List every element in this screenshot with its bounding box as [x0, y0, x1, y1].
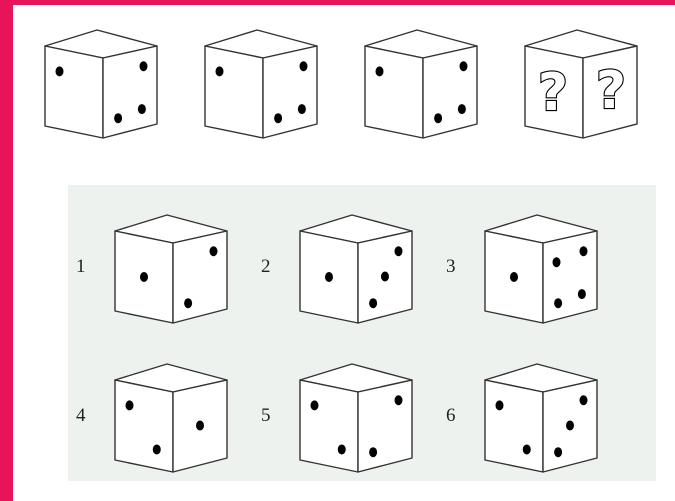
side-pip [369, 298, 377, 308]
question-mark-icon: ? [538, 63, 568, 123]
side-pip [460, 61, 468, 71]
side-pip [184, 298, 192, 308]
die-side-face [543, 231, 597, 323]
die-side-face [103, 46, 157, 138]
option-number-label: 4 [76, 406, 86, 425]
die-drawing [300, 362, 412, 474]
side-pip [458, 104, 466, 114]
side-pip [140, 61, 148, 71]
side-pip [381, 272, 389, 282]
front-pip [523, 444, 531, 454]
die-drawing [300, 213, 412, 325]
front-pip [140, 272, 148, 282]
die-front-face [300, 380, 358, 472]
die-front-face [205, 46, 263, 138]
option-number-label: 3 [446, 257, 456, 276]
front-pip [153, 444, 161, 454]
die-side-face [263, 46, 317, 138]
die-front-face [115, 380, 173, 472]
option-number-label: 2 [261, 257, 271, 276]
sequence-die [365, 28, 477, 140]
side-pip [554, 447, 562, 457]
die-side-face [173, 231, 227, 323]
side-pip [138, 104, 146, 114]
die-drawing [115, 362, 227, 474]
side-pip [434, 113, 442, 123]
side-pip [553, 257, 561, 267]
front-pip [311, 400, 319, 410]
front-pip [376, 66, 384, 76]
die-drawing [365, 28, 477, 140]
sequence-die [205, 28, 317, 140]
die-side-face [358, 380, 412, 472]
option-number-label: 5 [261, 406, 271, 425]
side-pip [114, 113, 122, 123]
front-pip [216, 66, 224, 76]
front-pip [325, 272, 333, 282]
die-drawing [485, 362, 597, 474]
option-die-4[interactable] [115, 362, 227, 474]
side-pip [210, 246, 218, 256]
side-pip [369, 447, 377, 457]
option-die-3[interactable] [485, 213, 597, 325]
die-drawing [205, 28, 317, 140]
die-front-face [485, 380, 543, 472]
die-drawing [485, 213, 597, 325]
side-pip [580, 395, 588, 405]
option-die-1[interactable] [115, 213, 227, 325]
option-number-label: 1 [76, 257, 86, 276]
die-drawing: ?? [525, 28, 637, 140]
side-pip [395, 246, 403, 256]
die-drawing [115, 213, 227, 325]
side-pip [578, 289, 586, 299]
sequence-die [45, 28, 157, 140]
side-pip [554, 298, 562, 308]
die-drawing [45, 28, 157, 140]
side-pip [298, 104, 306, 114]
option-number-label: 6 [446, 406, 456, 425]
die-front-face [45, 46, 103, 138]
frame-left-border [0, 0, 13, 501]
front-pip [56, 66, 64, 76]
front-pip [496, 400, 504, 410]
front-pip [126, 400, 134, 410]
option-die-6[interactable] [485, 362, 597, 474]
front-pip [338, 444, 346, 454]
unknown-die: ?? [525, 28, 637, 140]
option-die-5[interactable] [300, 362, 412, 474]
front-pip [510, 272, 518, 282]
side-pip [274, 113, 282, 123]
side-pip [395, 395, 403, 405]
side-pip [566, 421, 574, 431]
frame-top-border [0, 0, 675, 5]
option-die-2[interactable] [300, 213, 412, 325]
side-pip [300, 61, 308, 71]
question-mark-icon: ? [596, 61, 626, 121]
die-front-face [365, 46, 423, 138]
die-side-face [423, 46, 477, 138]
side-pip [580, 246, 588, 256]
side-pip [196, 421, 204, 431]
